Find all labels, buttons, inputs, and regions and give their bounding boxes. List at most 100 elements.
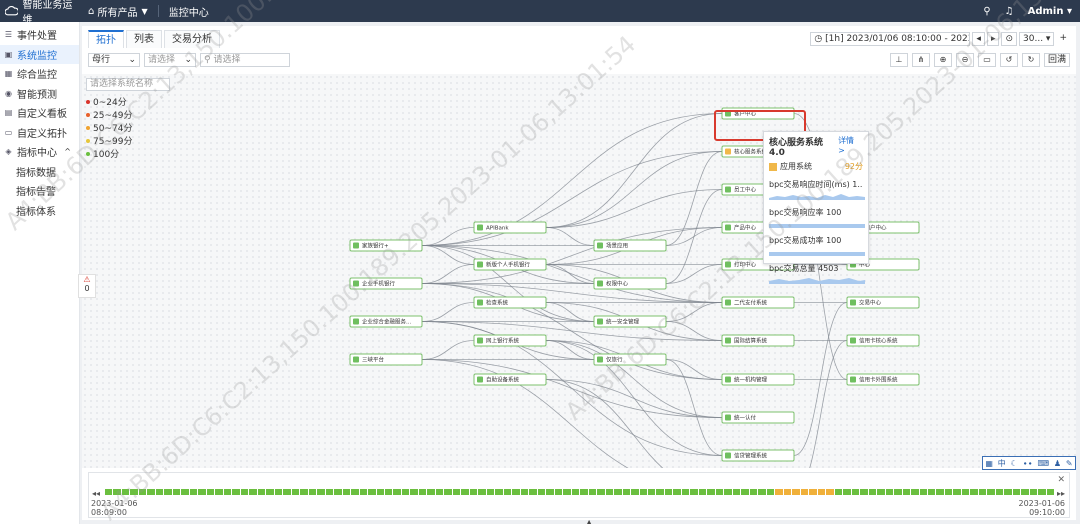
timeline-segment[interactable] — [461, 489, 469, 495]
timeline-segment[interactable] — [936, 489, 944, 495]
timeline-segment[interactable] — [342, 489, 351, 495]
timeline-segment[interactable] — [631, 489, 639, 495]
timeline-segment[interactable] — [147, 489, 155, 495]
graph-node[interactable]: 信贷管理系统 — [721, 449, 795, 462]
timeline-segment[interactable] — [486, 489, 495, 495]
time-range-picker[interactable]: ◷ [1h] 2023/01/06 08:10:00 - 2023/01/06 … — [810, 32, 971, 46]
timeline-segment[interactable] — [444, 489, 452, 495]
timeline-segment[interactable] — [741, 489, 749, 495]
graph-node[interactable]: APIBank — [473, 221, 547, 234]
sidebar-item-custom-topology[interactable]: ▭自定义拓扑 — [0, 123, 79, 143]
timeline-segment[interactable] — [317, 489, 325, 495]
graph-node[interactable]: 二代支付系统 — [721, 296, 795, 309]
tab-list[interactable]: 列表 — [126, 30, 162, 48]
graph-node[interactable]: 企业综合金融服务... — [349, 315, 423, 328]
add-icon[interactable]: + — [1056, 32, 1070, 46]
timeline-segment[interactable] — [732, 489, 741, 495]
timeline-segment[interactable] — [817, 489, 826, 495]
timeline-segment[interactable] — [664, 489, 673, 495]
alarm-badge[interactable]: ⚠ 0 — [78, 274, 96, 298]
timeline-segment[interactable] — [240, 489, 249, 495]
timeline-segment[interactable] — [1046, 489, 1055, 495]
graph-node[interactable]: 信用卡核心系统 — [846, 334, 920, 347]
timeline-segment[interactable] — [834, 489, 843, 495]
timeline-segment[interactable] — [300, 489, 308, 495]
timeline-segment[interactable] — [1038, 489, 1046, 495]
graph-node[interactable]: 自助设备系统 — [473, 373, 547, 386]
timeline-segment[interactable] — [681, 489, 690, 495]
timeline-segment[interactable] — [215, 489, 223, 495]
timeline-segment[interactable] — [1004, 489, 1012, 495]
graph-node-box[interactable] — [473, 334, 547, 347]
timeline-segment[interactable] — [435, 489, 444, 495]
prev-button[interactable]: ◂ — [972, 32, 985, 46]
timeline-segment[interactable] — [121, 489, 130, 495]
timeline-segment[interactable] — [614, 489, 622, 495]
graph-node-box[interactable] — [846, 296, 920, 309]
timeline-segment[interactable] — [325, 489, 334, 495]
graph-node-box[interactable] — [593, 277, 667, 290]
graph-node-box[interactable] — [349, 315, 423, 328]
graph-node[interactable]: 三峡平台 — [349, 353, 423, 366]
filter-select-1[interactable]: 请选择⌄ — [144, 53, 196, 67]
timeline-segment[interactable] — [452, 489, 461, 495]
timeline-segment[interactable] — [894, 489, 902, 495]
timeline-segment[interactable] — [418, 489, 427, 495]
timeline-segment[interactable] — [563, 489, 571, 495]
timeline-segment[interactable] — [775, 489, 783, 495]
timeline-segment[interactable] — [571, 489, 580, 495]
timeline-segment[interactable] — [469, 489, 478, 495]
timeline-segment[interactable] — [961, 489, 970, 495]
sidebar-item-metric-center[interactable]: ◈指标中心^ — [0, 142, 79, 162]
timeline-segment[interactable] — [478, 489, 486, 495]
timeline-segment[interactable] — [198, 489, 206, 495]
graph-node-box[interactable] — [473, 373, 547, 386]
timeline-segment[interactable] — [911, 489, 919, 495]
branch-select[interactable]: 母行⌄ — [88, 53, 140, 67]
timeline-segment[interactable] — [715, 489, 724, 495]
timeline-segment[interactable] — [826, 489, 834, 495]
timeline-segment[interactable] — [554, 489, 563, 495]
graph-node[interactable]: 国际结算系统 — [721, 334, 795, 347]
graph-node-box[interactable] — [721, 449, 795, 462]
graph-node-box[interactable] — [721, 373, 795, 386]
timeline-segment[interactable] — [232, 489, 240, 495]
timeline-segment[interactable] — [172, 489, 181, 495]
timeline-segment[interactable] — [860, 489, 868, 495]
graph-node[interactable]: 统一安全管理 — [593, 315, 667, 328]
timeline-segment[interactable] — [792, 489, 800, 495]
timeline-segment[interactable] — [580, 489, 588, 495]
product-menu[interactable]: ⌂ 所有产品 ▼ — [88, 4, 148, 19]
timeline-segment[interactable] — [851, 489, 860, 495]
graph-node[interactable]: 统一机构管理 — [721, 373, 795, 386]
sidebar-sub-metric-data[interactable]: 指标数据 — [16, 167, 56, 179]
graph-node-box[interactable] — [846, 334, 920, 347]
redo-icon[interactable]: ↻ — [1022, 53, 1040, 67]
nav-monitor-center[interactable]: 监控中心 — [168, 7, 209, 19]
user-menu[interactable]: Admin ▾ — [1027, 5, 1072, 17]
timeline-segment[interactable] — [130, 489, 138, 495]
timeline-segment[interactable] — [758, 489, 766, 495]
sidebar-item-event[interactable]: ☰事件处置 — [0, 25, 79, 45]
wrench-icon[interactable]: ✎ — [1065, 458, 1073, 468]
graph-node-box[interactable] — [721, 411, 795, 424]
timeline-segment[interactable] — [266, 489, 274, 495]
tab-topology[interactable]: 拓扑 — [88, 30, 124, 48]
timeline-segment[interactable] — [223, 489, 232, 495]
forward-icon[interactable]: ▸▸ — [1056, 489, 1065, 498]
timeline-segment[interactable] — [283, 489, 291, 495]
sidebar-sub-metric-system[interactable]: 指标体系 — [16, 206, 56, 218]
timeline-segment[interactable] — [105, 489, 113, 495]
graph-node-box[interactable] — [846, 373, 920, 386]
timeline-segment[interactable] — [724, 489, 732, 495]
next-button[interactable]: ▸ — [986, 32, 1000, 46]
graph-node[interactable]: 检查系统 — [473, 296, 547, 309]
bell-icon[interactable]: ♫ — [1004, 5, 1014, 17]
layout-tree-icon[interactable]: ⊥ — [890, 53, 908, 67]
timeline-segment[interactable] — [206, 489, 215, 495]
sidebar-item-system-monitor[interactable]: ▣系统监控 — [0, 44, 79, 64]
grid-icon[interactable]: ▦ — [985, 458, 993, 468]
collapse-handle-icon[interactable]: ▲ — [586, 518, 593, 524]
timeline-segment[interactable] — [384, 489, 393, 495]
graph-node-box[interactable] — [349, 239, 423, 252]
